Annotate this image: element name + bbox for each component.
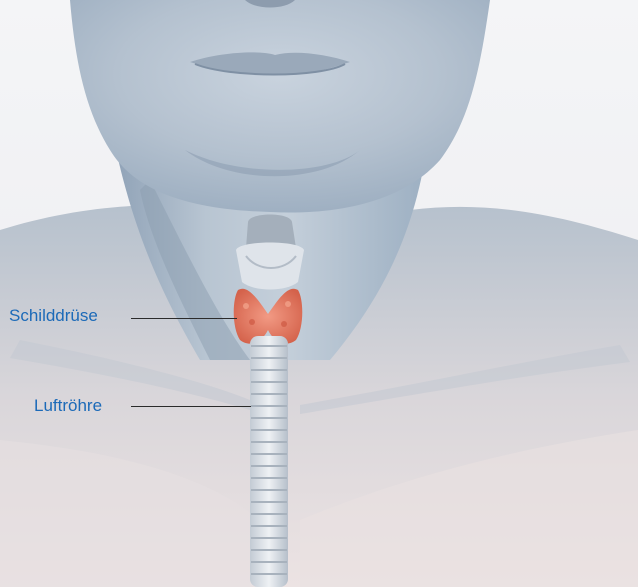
thyroid-leader-line <box>131 318 237 319</box>
trachea <box>250 336 288 587</box>
thyroid-label: Schilddrüse <box>9 306 98 326</box>
trachea-leader-line <box>131 406 251 407</box>
trachea-label: Luftröhre <box>34 396 102 416</box>
